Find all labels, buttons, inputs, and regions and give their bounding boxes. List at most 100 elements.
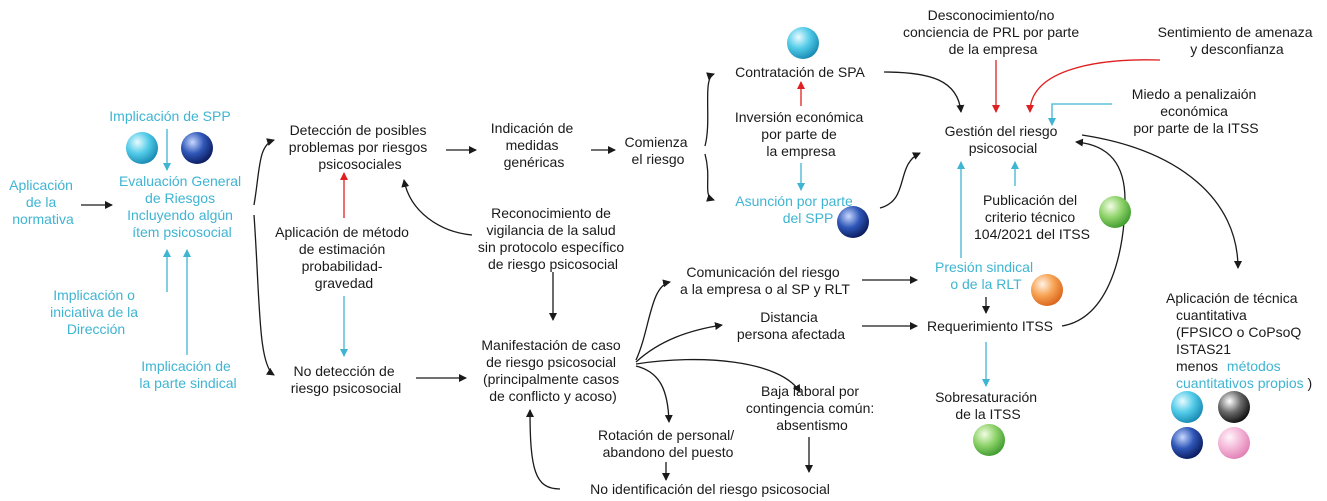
desconocimiento-prl-label: Desconocimiento/no conciencia de PRL por… xyxy=(903,7,1083,57)
deteccion-posibles-line: psicosociales xyxy=(318,156,401,172)
no-identificacion-label: No identificación del riesgo psicosocial xyxy=(590,481,830,497)
publicacion-criterio-line: criterio técnico xyxy=(985,209,1075,225)
rotacion-personal-line: Rotación de personal/ xyxy=(598,427,734,443)
implicacion-sindical-line: la parte sindical xyxy=(139,375,236,391)
gestion-riesgo-line: psicosocial xyxy=(969,140,1037,156)
distancia-persona-label: Distancia persona afectada xyxy=(737,309,845,342)
reconocimiento-vigilancia-line: vigilancia de la salud xyxy=(486,222,615,238)
metodos-highlight: métodos xyxy=(1227,358,1281,374)
sentimiento-amenaza-line: Sentimiento de amenaza xyxy=(1158,24,1313,40)
no-deteccion-line: No detección de xyxy=(293,363,394,379)
arrow-miedo-to-gestion xyxy=(1048,103,1112,126)
gestion-riesgo-line: Gestión del riesgo xyxy=(945,123,1058,139)
rotacion-personal-line: abandono del puesto xyxy=(603,444,734,460)
implicacion-direccion-line: Implicación o xyxy=(53,287,135,303)
aplicacion-tecnica-line: cuantitativa xyxy=(1176,307,1247,323)
desconocimiento-prl-line: Desconocimiento/no xyxy=(928,7,1055,23)
inversion-economica-line: por parte de xyxy=(761,126,837,142)
manifestacion-caso-line: de riesgo psicosocial xyxy=(486,354,616,370)
publicacion-criterio-line: Publicación del xyxy=(983,192,1077,208)
aplicacion-tecnica-line: menos xyxy=(1176,358,1218,374)
light-blue-sphere-icon xyxy=(126,132,158,164)
labels: Implicación de SPP Aplicación de la norm… xyxy=(9,7,1313,497)
metodos-close-paren: ) xyxy=(1308,375,1313,391)
distancia-persona-line: Distancia xyxy=(760,309,818,325)
dark-blue-sphere-icon xyxy=(181,132,213,164)
arrow-no-identificacion-to-manifestacion xyxy=(526,409,561,490)
arrow-manifestacion-to-comunicacion xyxy=(635,279,671,361)
asuncion-spp-line: Asunción por parte xyxy=(735,193,853,209)
implicacion-direccion-line: iniciativa de la xyxy=(50,304,138,320)
aplicacion-metodo-line: probabilidad- xyxy=(302,258,383,274)
arrows xyxy=(81,59,1242,490)
aplicacion-tecnica-line: ISTAS21 xyxy=(1176,341,1231,357)
manifestacion-caso-line: Manifestación de caso xyxy=(481,337,621,353)
no-identificacion-line: No identificación del riesgo psicosocial xyxy=(590,481,830,497)
sobresaturacion-itss-label: Sobresaturación de la ITSS xyxy=(935,389,1041,422)
comunicacion-riesgo-line: a la empresa o al SP y RLT xyxy=(680,281,850,297)
arrow-comienza-to-asuncion xyxy=(704,153,715,202)
no-deteccion-label: No detección de riesgo psicosocial xyxy=(291,363,402,396)
aplicacion-metodo-label: Aplicación de método de estimación proba… xyxy=(275,224,413,291)
miedo-penalizacion-label: Miedo a penalizaión económica por parte … xyxy=(1132,86,1260,136)
contratacion-spa-label: Contratación de SPA xyxy=(735,64,865,80)
deteccion-posibles-label: Detección de posibles problemas por ries… xyxy=(289,122,431,172)
indicacion-medidas-line: Indicación de xyxy=(491,120,574,136)
comienza-riesgo-line: Comienza xyxy=(625,134,688,150)
arrow-asuncion-to-gestion xyxy=(879,152,921,209)
indicacion-medidas-label: Indicación de medidas genéricas xyxy=(491,120,577,170)
arrow-manifestacion-to-rotacion xyxy=(635,365,673,423)
presion-sindical-line: o de la RLT xyxy=(950,276,1022,292)
desconocimiento-prl-line: de la empresa xyxy=(949,41,1038,57)
presion-sindical-line: Presión sindical xyxy=(935,259,1033,275)
evaluacion-general-line: ítem psicosocial xyxy=(132,224,232,240)
miedo-penalizacion-line: económica xyxy=(1160,103,1228,119)
aplicacion-tecnica-line: Aplicación de técnica xyxy=(1166,290,1298,306)
metodos-highlight: cuantitativos propios xyxy=(1176,375,1304,391)
reconocimiento-vigilancia-label: Reconocimiento de vigilancia de la salud… xyxy=(478,205,628,272)
inversion-economica-line: Inversión económica xyxy=(735,109,864,125)
comunicacion-riesgo-label: Comunicación del riesgo a la empresa o a… xyxy=(680,264,850,297)
arrow-gestion-to-tecnica xyxy=(1081,134,1242,269)
reconocimiento-vigilancia-line: Reconocimiento de xyxy=(491,205,611,221)
evaluacion-general-label: Evaluación General de Riesgos Incluyendo… xyxy=(119,173,245,240)
distancia-persona-line: persona afectada xyxy=(737,326,845,342)
manifestacion-caso-line: (principalmente casos xyxy=(483,371,619,387)
deteccion-posibles-line: problemas por riesgos xyxy=(289,139,428,155)
aplicacion-metodo-line: gravedad xyxy=(315,275,373,291)
arrow-evaluacion-to-deteccion xyxy=(253,138,275,206)
gestion-riesgo-label: Gestión del riesgo psicosocial xyxy=(945,123,1062,156)
desconocimiento-prl-line: conciencia de PRL por parte xyxy=(903,24,1079,40)
baja-laboral-label: Baja laboral por contingencia común: abs… xyxy=(746,383,878,433)
baja-laboral-line: absentismo xyxy=(776,417,848,433)
miedo-penalizacion-line: Miedo a penalizaión xyxy=(1132,86,1257,102)
inversion-economica-label: Inversión económica por parte de la empr… xyxy=(735,109,867,159)
evaluacion-general-line: Evaluación General xyxy=(119,173,241,189)
arrow-comienza-to-contratacion xyxy=(704,72,715,147)
requerimiento-itss-label: Requerimiento ITSS xyxy=(927,318,1053,334)
requerimiento-itss-line: Requerimiento ITSS xyxy=(927,318,1053,334)
aplicacion-normativa-line: Aplicación xyxy=(9,177,73,193)
asuncion-spp-label: Asunción por parte del SPP xyxy=(735,193,856,226)
publicacion-criterio-label: Publicación del criterio técnico 104/202… xyxy=(974,192,1090,242)
dark-blue-sphere-icon xyxy=(837,206,869,238)
sobresaturacion-itss-line: Sobresaturación xyxy=(935,389,1037,405)
implicacion-direccion-line: Dirección xyxy=(67,321,125,337)
sentimiento-amenaza-line: y desconfianza xyxy=(1190,41,1284,57)
implicacion-spp-line: Implicación de SPP xyxy=(109,108,230,124)
black-sphere-icon xyxy=(1218,391,1250,423)
no-deteccion-line: riesgo psicosocial xyxy=(291,380,402,396)
manifestacion-caso-line: de conflicto y acoso) xyxy=(489,388,617,404)
comienza-riesgo-line: el riesgo xyxy=(632,151,685,167)
publicacion-criterio-line: 104/2021 del ITSS xyxy=(974,226,1090,242)
orange-sphere-icon xyxy=(1031,274,1063,306)
aplicacion-metodo-line: Aplicación de método xyxy=(275,224,409,240)
reconocimiento-vigilancia-line: de riesgo psicosocial xyxy=(488,256,618,272)
sobresaturacion-itss-line: de la ITSS xyxy=(955,406,1020,422)
evaluacion-general-line: Incluyendo algún xyxy=(127,207,233,223)
asuncion-spp-line: del SPP xyxy=(783,210,834,226)
implicacion-direccion-label: Implicación o iniciativa de la Dirección xyxy=(50,287,142,337)
arrow-amenaza-to-gestion xyxy=(1026,59,1161,113)
evaluacion-general-line: de Riesgos xyxy=(145,190,215,206)
green-sphere-icon xyxy=(973,424,1005,456)
